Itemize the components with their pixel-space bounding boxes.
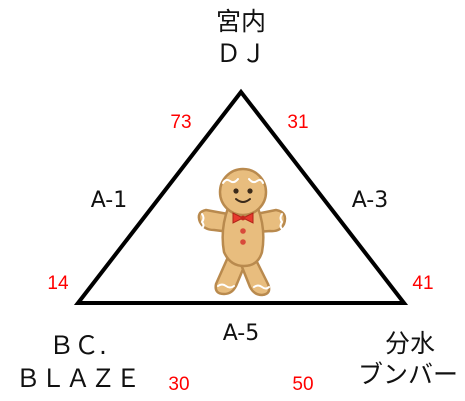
match-label-right: A-3 (352, 188, 389, 213)
player-bottom-right-line2: ブンバー (358, 360, 458, 389)
player-bottom-left-line1: ＢＣ. (49, 331, 107, 360)
score-left-bottom: 14 (47, 273, 69, 294)
score-bottom-left: 30 (168, 374, 189, 395)
score-top-left: 73 (170, 112, 191, 133)
gingerbread-man-icon (199, 169, 285, 295)
score-bottom-right: 50 (292, 374, 313, 395)
match-label-left: A-1 (91, 188, 128, 213)
player-bottom-left-line2: ＢＬＡＺＥ (15, 364, 140, 393)
player-top-line2: ＤＪ (216, 39, 266, 68)
player-top-line1: 宮内 (216, 7, 266, 36)
score-right-bottom: 41 (412, 273, 433, 294)
score-top-right: 31 (287, 112, 308, 133)
player-bottom-right-line1: 分水 (385, 329, 435, 358)
match-label-bottom: A-5 (223, 321, 260, 346)
